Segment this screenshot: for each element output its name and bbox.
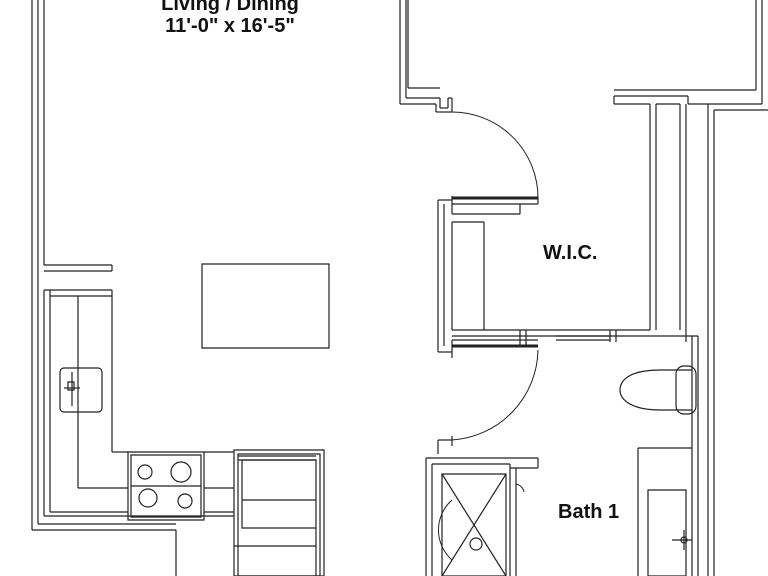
bathroom-vanity — [638, 448, 692, 576]
room-label-wic: W.I.C. — [543, 242, 598, 264]
kitchen-counter — [44, 290, 234, 516]
living-right-wall-top — [400, 0, 452, 112]
living-left-wall — [32, 0, 182, 576]
room-dimensions-living: 11'-0" x 16'-5" — [165, 15, 295, 37]
shower — [426, 458, 538, 576]
kitchen-sink — [60, 368, 102, 412]
kitchen-island — [202, 264, 329, 348]
wic-right-wall — [650, 104, 686, 330]
wic-left-wall — [438, 196, 698, 576]
toilet — [620, 366, 696, 414]
door-swing-top — [452, 112, 538, 204]
refrigerator — [234, 450, 324, 576]
room-label-living: Living / Dining — [161, 0, 299, 15]
stove — [128, 452, 204, 520]
bedroom-wall-top-right — [408, 0, 768, 576]
room-label-bath: Bath 1 — [558, 501, 620, 523]
door-swing-bath — [438, 350, 538, 454]
